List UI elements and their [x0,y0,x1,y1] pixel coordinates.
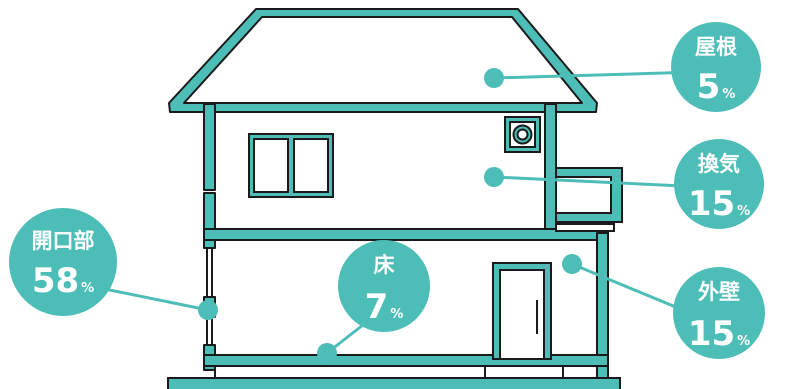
vent-value: 15 [688,184,735,224]
roof [168,8,598,113]
roof-name: 屋根 [695,35,737,59]
roof-bubble [671,22,761,112]
opening-name: 開口部 [32,229,95,253]
left-wall-mid [203,192,216,249]
vent-bubble [674,139,764,229]
left-wall-upper [203,103,216,191]
balcony-ledge [555,223,615,232]
vent-unit: % [737,204,750,219]
right-wall-upper [544,103,557,235]
door [492,262,552,360]
label-floor: 床 7% [338,240,430,332]
foundation [167,377,621,389]
opening-value: 58 [32,261,79,301]
floor-value-line: 7% [365,287,404,327]
label-roof: 屋根 5% [671,22,761,112]
foundation-cell-1 [214,365,486,379]
opening-bubble [9,208,117,316]
label-wall: 外壁 15% [673,267,765,359]
window-pane-left [253,138,289,193]
floor-name: 床 [374,253,395,277]
wall-dot [562,254,582,274]
label-vent: 換気 15% [674,139,764,229]
roof-dot [484,68,504,88]
wall-bubble [673,267,765,359]
balcony [555,167,623,232]
vent-leader [493,175,705,189]
wall-unit: % [737,334,750,349]
wall-name: 外壁 [698,280,740,304]
floor-bubble [338,240,430,332]
wall-value: 15 [688,314,735,354]
ground-floor [167,354,621,389]
vent-name: 換気 [698,152,740,176]
second-floor-slab [203,228,609,241]
vent-dot [484,167,504,187]
balcony-frame [555,167,623,223]
upper-window [248,133,334,198]
roof-inner [183,16,583,104]
foundation-cell-3 [562,365,598,379]
opening-leader [89,284,209,312]
window-pane-right [293,138,329,193]
roof-value: 5 [697,67,721,107]
opening-value-line: 58% [32,261,94,301]
label-opening: 開口部 58% [9,208,117,316]
floor-dot [317,343,337,363]
vent-fan-icon [504,116,541,153]
floor-unit: % [390,307,403,322]
foundation-cell-2 [484,365,564,379]
house [167,8,623,389]
wall-value-line: 15% [688,314,750,354]
floor-value: 7 [365,287,389,327]
opening-dot [198,300,218,320]
roof-unit: % [722,87,735,102]
vent-value-line: 15% [688,184,750,224]
roof-leader [493,70,699,80]
opening-unit: % [81,281,94,296]
roof-value-line: 5% [697,67,736,107]
